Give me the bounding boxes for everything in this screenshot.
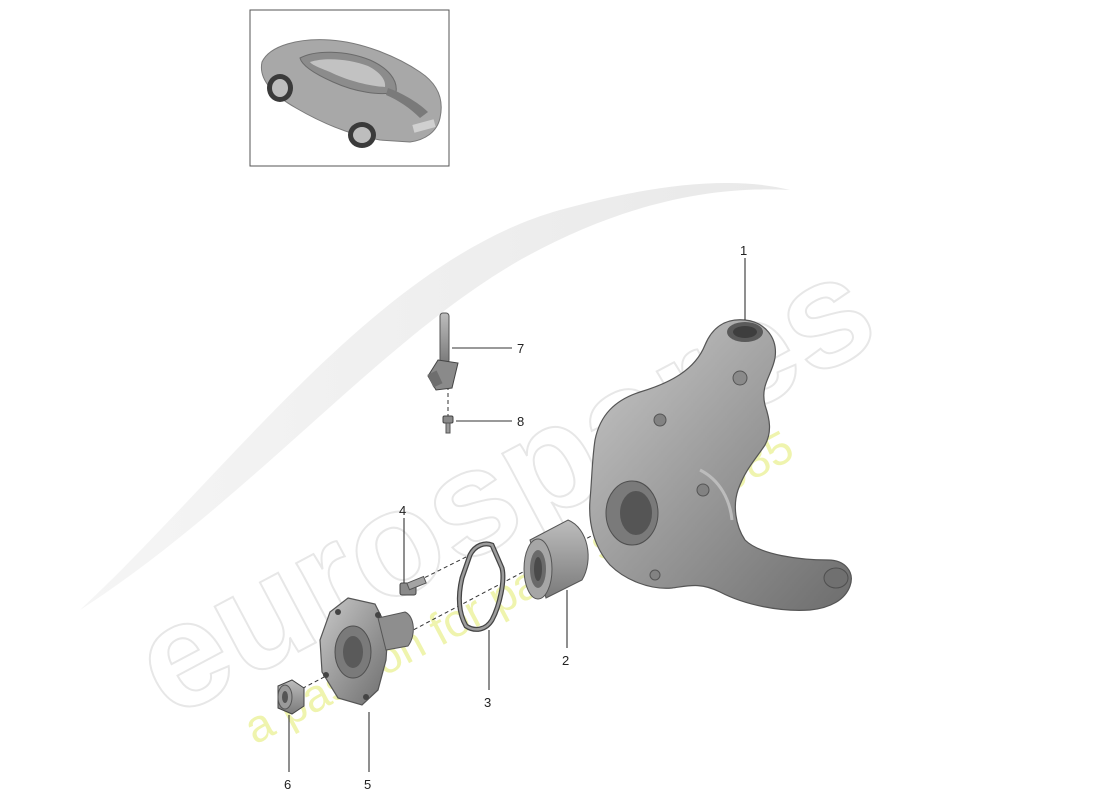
callout-label-6: 6 <box>284 777 291 792</box>
callout-label-2: 2 <box>562 653 569 668</box>
wheel-bearing-part <box>523 519 589 600</box>
callout-label-4: 4 <box>399 503 406 518</box>
callout-label-5: 5 <box>364 777 371 792</box>
wheel-carrier-part <box>589 319 852 611</box>
speed-sensor-part <box>427 312 459 391</box>
car-thumbnail <box>249 9 450 167</box>
callout-numbers: 1 2 3 4 5 6 7 8 <box>284 243 747 792</box>
car-thumbnail-icon <box>260 39 442 148</box>
nut-part <box>277 679 305 715</box>
leader-lines <box>288 258 746 772</box>
wheel-hub-part <box>319 597 414 706</box>
callout-label-8: 8 <box>517 414 524 429</box>
bolt-part <box>399 575 427 596</box>
callout-label-3: 3 <box>484 695 491 710</box>
callout-label-1: 1 <box>740 243 747 258</box>
callout-label-7: 7 <box>517 341 524 356</box>
cover-plate-part <box>456 541 506 632</box>
sensor-screw-part <box>442 415 454 434</box>
